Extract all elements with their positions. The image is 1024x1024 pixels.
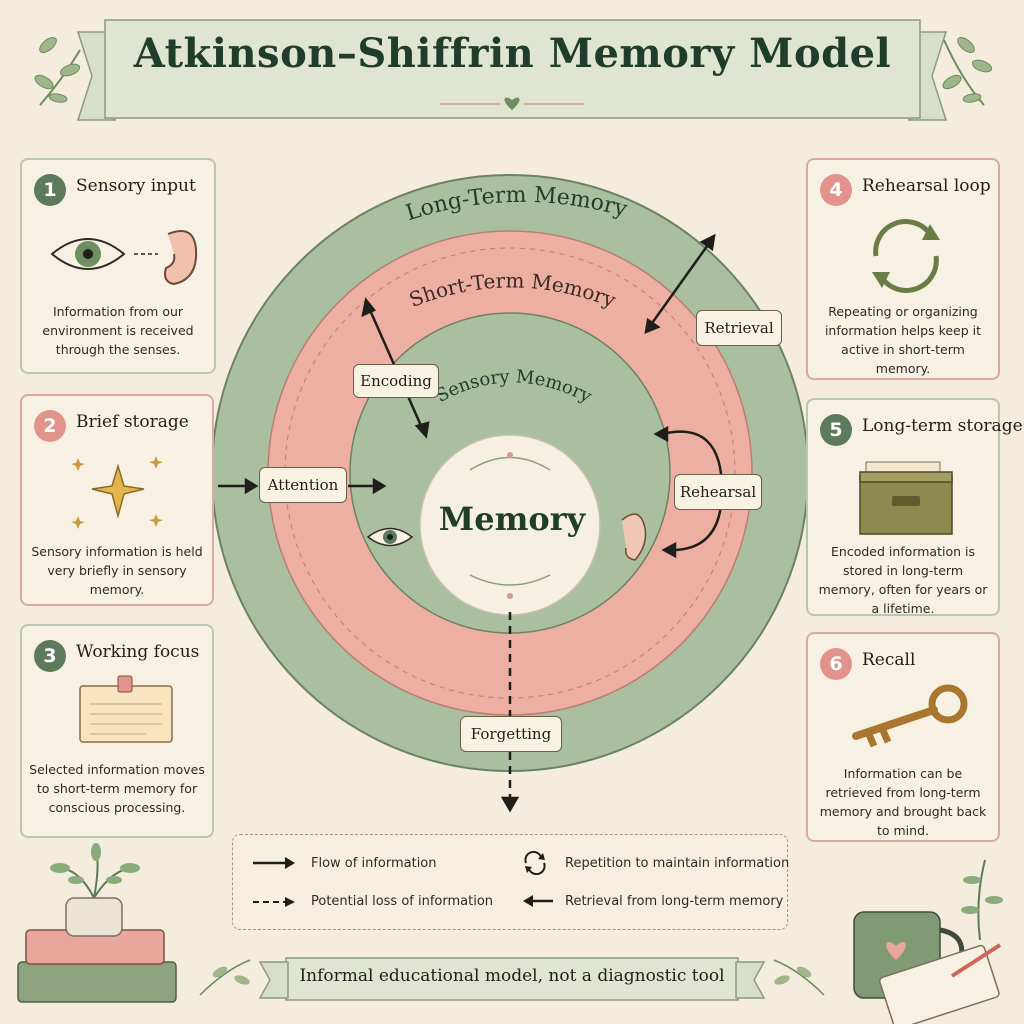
step-card-long-term-storage: 5 Long-term storage Encoded information … [806, 398, 1023, 616]
center-circle [419, 434, 601, 616]
step-description: Information from our environment is rece… [42, 304, 194, 357]
title-banner [76, 19, 948, 121]
legend-item: Potential loss of information [311, 894, 494, 909]
leaf-sprig-left [34, 37, 81, 106]
footer-banner [199, 957, 825, 1001]
short-term-label: Short-Term Memory [406, 268, 620, 312]
step-description: Sensory information is held very briefly… [31, 544, 203, 597]
step-number-badge: 1 [34, 174, 66, 206]
step-number-badge: 5 [820, 414, 852, 446]
forgetting-tag: Forgetting [460, 716, 562, 752]
step-number-badge: 4 [820, 174, 852, 206]
mug-notebook-decor [853, 859, 1003, 1024]
retrieval-arrow [644, 233, 716, 335]
sparkle-icon [71, 456, 163, 529]
footer-note: Informal educational model, not a diagno… [299, 966, 725, 986]
step-number-badge: 6 [820, 648, 852, 680]
step-title: Rehearsal loop [862, 176, 991, 196]
legend-item: Retrieval from long-term memory [565, 894, 784, 909]
note-card-icon [79, 675, 173, 743]
legend: Flow of information Potential loss of in… [232, 834, 790, 930]
step-description: Information can be retrieved from long-t… [819, 766, 987, 838]
step-card-brief-storage: 2 Brief storage Sensory information is h… [20, 394, 214, 606]
attention-tag: Attention [259, 467, 347, 503]
books-plant-decor [17, 843, 177, 1003]
memory-center-label: Memory [438, 500, 586, 538]
legend-item: Repetition to maintain information [565, 856, 790, 871]
step-card-sensory-input: 1 Sensory input Information from our env… [20, 158, 216, 374]
left-arrow-icon [523, 895, 553, 907]
encoding-tag: Encoding [353, 364, 439, 398]
ear-icon [621, 513, 647, 561]
step-description: Encoded information is stored in long-te… [818, 544, 988, 616]
sensory-label: Sensory Memory [432, 366, 595, 407]
step-number-badge: 3 [34, 640, 66, 672]
forgetting-arrow [500, 612, 520, 813]
step-card-rehearsal-loop: 4 Rehearsal loop Repeating or organizing… [806, 158, 1000, 380]
step-number-badge: 2 [34, 410, 66, 442]
rehearsal-tag: Rehearsal [674, 474, 762, 510]
legend-item: Flow of information [311, 856, 437, 871]
key-icon [852, 684, 968, 748]
step-title: Brief storage [76, 412, 189, 432]
eye-icon [366, 527, 414, 547]
step-title: Working focus [76, 642, 200, 662]
attention-arrow [218, 477, 387, 495]
eye-ear-icon [50, 230, 198, 286]
long-term-label: Long-Term Memory [403, 183, 631, 226]
storage-box-icon [859, 461, 953, 535]
step-title: Long-term storage [862, 416, 1023, 436]
dashed-arrow-icon [253, 897, 295, 907]
page-title: Atkinson–Shiffrin Memory Model [133, 30, 892, 77]
step-card-recall: 6 Recall Information can be retrieved fr… [806, 632, 1000, 842]
step-title: Sensory input [76, 176, 196, 196]
cycle-icon [872, 219, 940, 293]
solid-arrow-icon [253, 857, 295, 869]
retrieval-tag: Retrieval [696, 310, 782, 346]
step-description: Repeating or organizing information help… [824, 304, 982, 376]
step-card-working-focus: 3 Working focus Selected information mov… [20, 624, 214, 838]
leaf-sprig-right [942, 37, 993, 106]
step-title: Recall [862, 650, 916, 670]
step-description: Selected information moves to short-term… [29, 762, 205, 815]
cycle-icon [524, 851, 546, 875]
